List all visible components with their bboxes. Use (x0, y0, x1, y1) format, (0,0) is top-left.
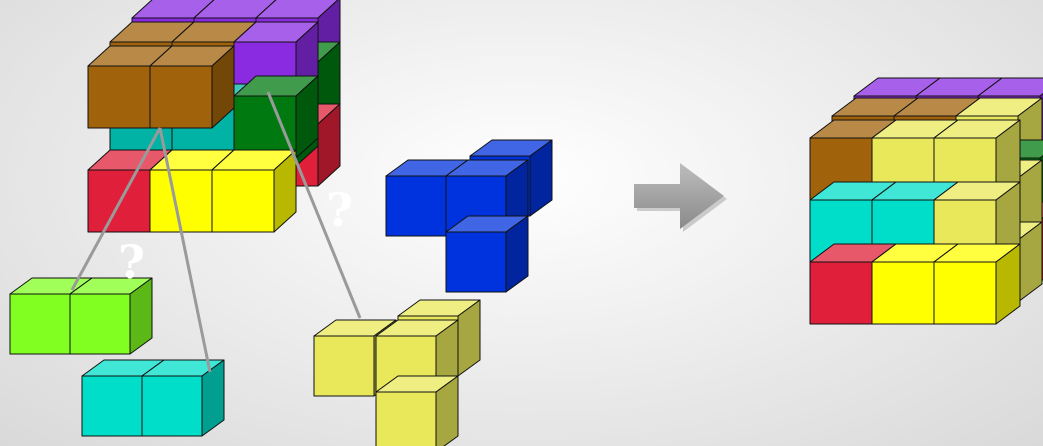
cube-front-face (141, 375, 203, 437)
cube-front-face (211, 169, 275, 233)
incomplete-cube (87, 0, 341, 233)
pointer-line (70, 127, 162, 291)
pale-yellow-piece-cube (375, 375, 459, 446)
cube-front-face (69, 293, 131, 355)
question-mark-icon: ? (118, 235, 145, 289)
cube-front-face (149, 65, 213, 129)
cube-front-face (809, 261, 873, 325)
cube-front-face (9, 293, 71, 355)
cube-front (149, 45, 235, 129)
loose-pieces (9, 139, 553, 446)
cube-front-face (313, 335, 375, 397)
cube-front-face (149, 169, 213, 233)
cube-front-face (385, 175, 447, 237)
pointer-lines (70, 91, 362, 373)
cube-front-face (871, 261, 935, 325)
cube-front-face (933, 261, 997, 325)
cube-front-face (445, 231, 507, 293)
cube-front-face (81, 375, 143, 437)
pointer-line (266, 91, 362, 319)
cube-front (211, 149, 297, 233)
aqua-piece-cube (141, 359, 225, 437)
cube-front-face (87, 65, 151, 129)
completed-cube (809, 77, 1043, 325)
cube-front (233, 75, 319, 159)
question-mark-icon: ? (326, 183, 353, 237)
cube-front (933, 243, 1021, 325)
cube-front-face (233, 95, 297, 159)
pointer-line (158, 127, 212, 373)
cube-front-face (375, 391, 437, 446)
right-arrow-icon (634, 163, 727, 232)
lime-piece-cube (69, 277, 153, 355)
blue-piece-cube (445, 215, 529, 293)
